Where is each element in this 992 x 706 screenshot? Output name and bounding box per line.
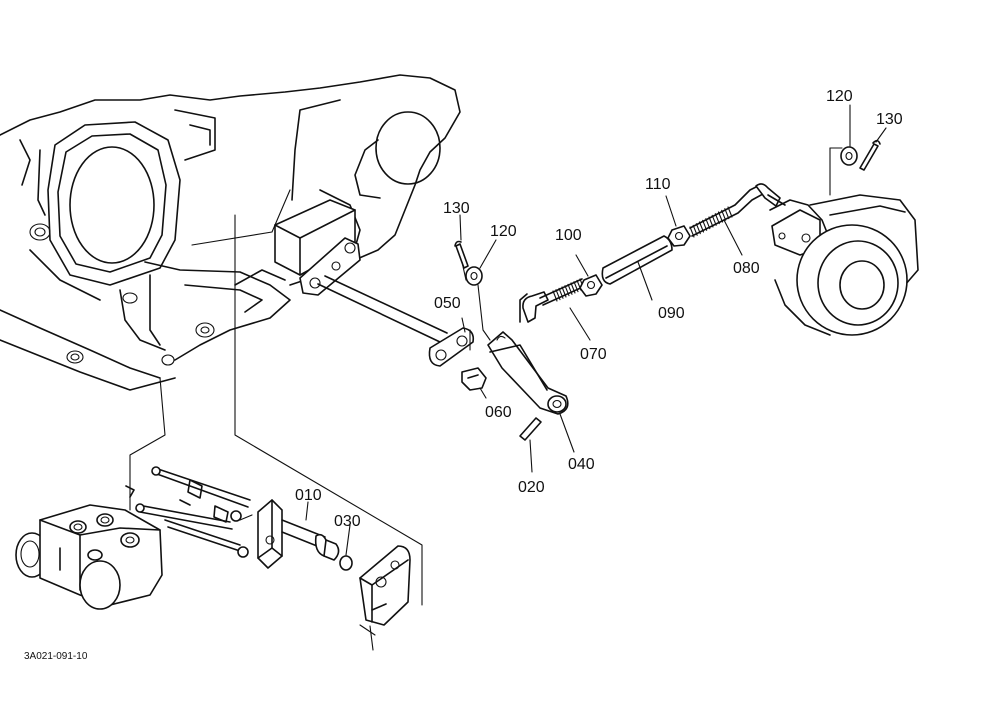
label-080: 080 (733, 260, 760, 277)
washer-120-right (840, 146, 858, 166)
washer-120-left (465, 266, 483, 286)
link-plate-050 (428, 327, 475, 367)
pin-020 (519, 417, 542, 441)
label-070: 070 (580, 346, 607, 363)
lower-bracket (359, 545, 411, 626)
turnbuckle-090 (601, 235, 673, 285)
valve-block-assembly (15, 466, 251, 610)
main-rod (317, 275, 448, 343)
part-labels: 010 020 030 040 050 060 070 080 090 100 … (295, 88, 903, 530)
assembly-guide-lines (129, 147, 843, 651)
cotter-pin-130-left (454, 240, 469, 269)
label-050: 050 (434, 295, 461, 312)
lever-040 (487, 331, 569, 415)
label-100: 100 (555, 227, 582, 244)
label-040: 040 (568, 456, 595, 473)
nut-100 (579, 274, 603, 297)
right-hub-assembly (769, 194, 919, 336)
label-110: 110 (645, 176, 671, 193)
shaft-010 (257, 499, 340, 569)
bolt-060 (461, 367, 487, 391)
nut-110 (667, 225, 691, 247)
label-010: 010 (295, 487, 322, 504)
label-130-left: 130 (443, 200, 470, 217)
cotter-pin-130-right (859, 139, 881, 171)
label-120-left: 120 (490, 223, 517, 240)
engine-housing-drawing (0, 74, 461, 391)
label-020: 020 (518, 479, 545, 496)
drawing-code: 3A021-091-10 (24, 651, 88, 662)
label-060: 060 (485, 404, 512, 421)
rod-080 (689, 183, 786, 238)
leader-lines (305, 104, 887, 556)
ring-030 (339, 555, 353, 571)
label-130-right: 130 (876, 111, 903, 128)
label-090: 090 (658, 305, 685, 322)
label-120-right: 120 (826, 88, 853, 105)
label-030: 030 (334, 513, 361, 530)
rod-end-bend (519, 291, 549, 323)
